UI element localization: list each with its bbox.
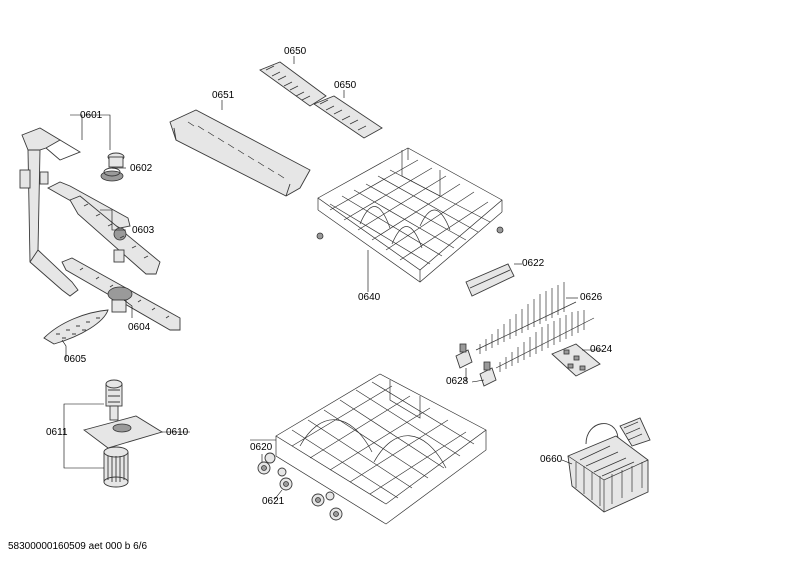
- callout-0603: 0603: [132, 225, 155, 236]
- callout-0610: 0610: [166, 427, 189, 438]
- leader-lines: [61, 56, 602, 501]
- callout-0621: 0621: [262, 496, 285, 507]
- basket-handle-part: [465, 263, 515, 297]
- callout-0626: 0626: [580, 292, 603, 303]
- callout-0640: 0640: [358, 292, 381, 303]
- callout-0624: 0624: [590, 344, 613, 355]
- callout-0660: 0660: [540, 454, 563, 465]
- rack-clips-part: [455, 343, 497, 387]
- callout-0604: 0604: [128, 322, 151, 333]
- lower-spray-arm-part: [61, 257, 181, 331]
- rack-wheels-part: [257, 452, 343, 521]
- callout-0605: 0605: [64, 354, 87, 365]
- callout-0651: 0651: [212, 90, 235, 101]
- supply-pipe-part: [19, 127, 82, 297]
- cutlery-tray-part: [169, 109, 311, 197]
- cutlery-basket-part: [567, 417, 651, 513]
- callout-0628: 0628: [446, 376, 469, 387]
- upper-spray-arm-part: [47, 181, 161, 275]
- callout-0650-lower: 0650: [334, 80, 357, 91]
- rail-guides-part: [551, 343, 601, 377]
- rack-clip-upper-part: [259, 61, 327, 107]
- callout-0622: 0622: [522, 258, 545, 269]
- callout-0620: 0620: [250, 442, 273, 453]
- callout-labels: 0601 0602 0603 0604 0605 0610 0611 0620 …: [46, 46, 613, 507]
- callout-0602: 0602: [130, 163, 153, 174]
- rack-clip-lower-part: [313, 95, 383, 139]
- callout-0601: 0601: [80, 110, 103, 121]
- document-id-footer: 58300000160509 aet 000 b 6/6: [8, 541, 148, 552]
- nozzle-part: [100, 152, 125, 182]
- callout-0611: 0611: [46, 427, 68, 438]
- micro-filter-part: [103, 446, 129, 488]
- filter-plate-part: [82, 379, 164, 449]
- callout-0650-upper: 0650: [284, 46, 307, 57]
- tine-row-part: [475, 282, 595, 372]
- upper-basket-part: [316, 147, 504, 283]
- lower-basket-part: [275, 373, 487, 525]
- filter-disc-part: [43, 309, 109, 345]
